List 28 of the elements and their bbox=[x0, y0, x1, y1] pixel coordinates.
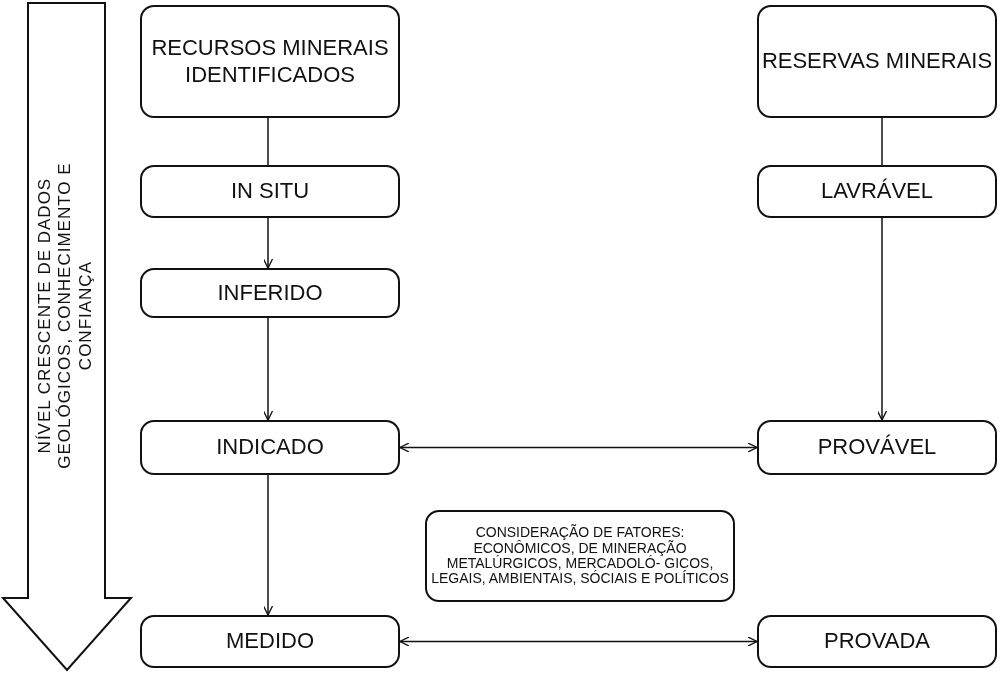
arrow bbox=[399, 442, 758, 453]
box-label: INFERIDO bbox=[217, 279, 323, 307]
category-box bbox=[140, 165, 400, 218]
arrow bbox=[399, 636, 758, 647]
arrow bbox=[262, 317, 274, 421]
category-box bbox=[757, 420, 997, 475]
category-box bbox=[140, 420, 400, 475]
category-box bbox=[757, 165, 997, 218]
box-label: INDICADO bbox=[216, 434, 324, 461]
category-box bbox=[757, 615, 997, 668]
arrow bbox=[262, 217, 274, 269]
axis-label: NÍVEL CRESCENTE DE DADOS GEOLÓGICOS, CONHECIMENTO E CONFIANÇA bbox=[35, 161, 97, 471]
box-label: CONSIDERAÇÃO DE FATORES: ECONÔMICOS, DE MINERAÇÃO METALÚRGICOS, MERCADOLÓ- GICOS, LEGAIS, AMBIENTAIS, SÓCIAIS E POLÍTICOS bbox=[430, 525, 730, 587]
arrow bbox=[876, 217, 888, 421]
category-box bbox=[757, 5, 997, 118]
arrow bbox=[262, 474, 274, 616]
category-box bbox=[140, 5, 400, 118]
box-label: PROVÁVEL bbox=[817, 434, 937, 461]
box-label: IN SITU bbox=[230, 178, 310, 205]
note-box bbox=[425, 510, 735, 602]
category-box bbox=[140, 268, 400, 318]
box-label: PROVADA bbox=[824, 628, 930, 655]
box-label: MEDIDO bbox=[226, 628, 314, 655]
direction-arrow bbox=[0, 2, 134, 672]
box-label: RESERVAS MINERAIS bbox=[761, 48, 993, 75]
box-label: RECURSOS MINERAIS IDENTIFICADOS bbox=[150, 35, 390, 88]
box-label: LAVRÁVEL bbox=[820, 178, 934, 205]
category-box bbox=[140, 615, 400, 668]
